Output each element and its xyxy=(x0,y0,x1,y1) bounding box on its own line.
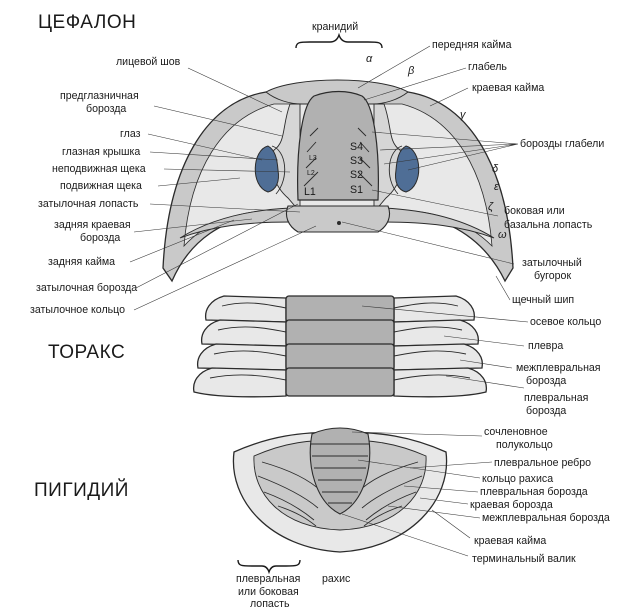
label-interpleural-2: борозда xyxy=(526,375,566,387)
pleura-right-3 xyxy=(394,344,482,370)
mark-s1: S1 xyxy=(350,184,363,196)
label-fixed-cheek: неподвижная щека xyxy=(52,163,146,175)
label-glabella: глабель xyxy=(468,61,507,73)
pleura-left-3 xyxy=(198,344,286,370)
label-post-border: задняя кайма xyxy=(48,256,115,268)
symbol-epsilon: ε xyxy=(494,181,499,193)
label-interpleural-1: межплевральная xyxy=(516,362,601,374)
pleura-right-1 xyxy=(394,296,474,322)
axial-ring-4 xyxy=(286,368,394,396)
symbol-omega: ω xyxy=(498,229,507,241)
label-pyg-pleural-furrow: плевральная борозда xyxy=(480,486,588,498)
label-occipital-furrow: затылочная борозда xyxy=(36,282,137,294)
section-cephalon: ЦЕФАЛОН xyxy=(38,12,136,33)
label-palpebral-lobe: глазная крышка xyxy=(62,146,140,158)
label-pleural-rib: плевральное ребро xyxy=(494,457,591,469)
label-eye: глаз xyxy=(120,128,141,140)
pleura-left-4 xyxy=(194,368,286,397)
pygidium xyxy=(233,428,446,552)
label-preocular-1: предглазничная xyxy=(60,90,139,102)
symbol-gamma: γ xyxy=(460,109,467,121)
label-terminal-piece: терминальный валик xyxy=(472,553,576,565)
label-lateral-lobe-1: боковая или xyxy=(504,205,565,217)
label-pleural-lobe-2: или боковая xyxy=(238,586,299,598)
label-half-ring-2: полукольцо xyxy=(496,439,553,451)
label-preocular-2: борозда xyxy=(86,103,126,115)
mark-s3: S3 xyxy=(350,155,363,167)
occipital-ring xyxy=(286,206,389,232)
label-pyg-border-furrow: краевая борозда xyxy=(470,499,553,511)
section-pygidium: ПИГИДИЙ xyxy=(34,479,129,501)
mark-l3: L3 xyxy=(309,155,317,162)
symbol-zeta: ζ xyxy=(488,201,494,213)
label-pleural-lobe-1: плевральная xyxy=(236,573,300,585)
label-post-border-furrow-2: борозда xyxy=(80,232,120,244)
symbol-alpha: α xyxy=(366,53,373,65)
mark-l1: L1 xyxy=(304,186,316,198)
glabella xyxy=(298,92,379,201)
mark-l2: L2 xyxy=(307,170,315,177)
label-marginal-border: краевая кайма xyxy=(472,82,544,94)
pleura-right-2 xyxy=(394,320,478,346)
occipital-tubercle xyxy=(337,221,341,225)
label-pleural-furrow-1: плевральная xyxy=(524,392,588,404)
label-half-ring-1: сочленовное xyxy=(484,426,548,438)
leader-marginal-border xyxy=(430,88,468,106)
symbol-delta: δ xyxy=(492,163,499,175)
label-free-cheek: подвижная щека xyxy=(60,180,142,192)
pleura-right-4 xyxy=(394,368,486,397)
label-pleura: плевра xyxy=(528,340,563,352)
pleural-lobe-brace xyxy=(238,560,300,572)
axial-ring-3 xyxy=(286,344,394,370)
label-anterior-border: передняя кайма xyxy=(432,39,512,51)
label-occipital-tubercle-2: бугорок xyxy=(534,270,571,282)
label-genal-spine: щечный шип xyxy=(512,294,574,306)
thorax-segment-2 xyxy=(202,320,479,346)
label-glabellar-furrows: борозды глабели xyxy=(520,138,604,150)
thorax xyxy=(194,296,487,397)
symbol-beta: β xyxy=(407,65,415,77)
thorax-segment-4 xyxy=(194,368,487,397)
pleura-left-1 xyxy=(206,296,286,322)
cranidium-brace xyxy=(296,35,382,48)
label-occipital-ring: затылочное кольцо xyxy=(30,304,125,316)
label-lateral-lobe-2: базальна лопасть xyxy=(504,219,593,231)
section-thorax: ТОРАКС xyxy=(48,342,125,363)
label-occipital-tubercle-1: затылочный xyxy=(522,257,582,269)
label-pleural-furrow-2: борозда xyxy=(526,405,566,417)
label-rachis-ring: кольцо рахиса xyxy=(482,473,553,485)
mark-s2: S2 xyxy=(350,169,363,181)
thorax-segment-1 xyxy=(206,296,475,322)
thorax-segment-3 xyxy=(198,344,483,370)
leader-genal-spine xyxy=(496,276,510,300)
label-rachis: рахис xyxy=(322,573,351,585)
label-occipital-lobe: затылочная лопасть xyxy=(38,198,139,210)
label-axial-ring: осевое кольцо xyxy=(530,316,601,328)
axial-ring-2 xyxy=(286,320,394,346)
axial-ring-1 xyxy=(286,296,394,322)
mark-s4: S4 xyxy=(350,141,363,153)
label-facial-suture: лицевой шов xyxy=(116,56,181,68)
label-pyg-interpleural: межплевральная борозда xyxy=(482,512,610,524)
label-post-border-furrow-1: задняя краевая xyxy=(54,219,131,231)
label-cranidium: кранидий xyxy=(312,21,358,33)
pleura-left-2 xyxy=(202,320,286,346)
label-pleural-lobe-3: лопасть xyxy=(250,598,290,609)
label-pyg-border: краевая кайма xyxy=(474,535,546,547)
